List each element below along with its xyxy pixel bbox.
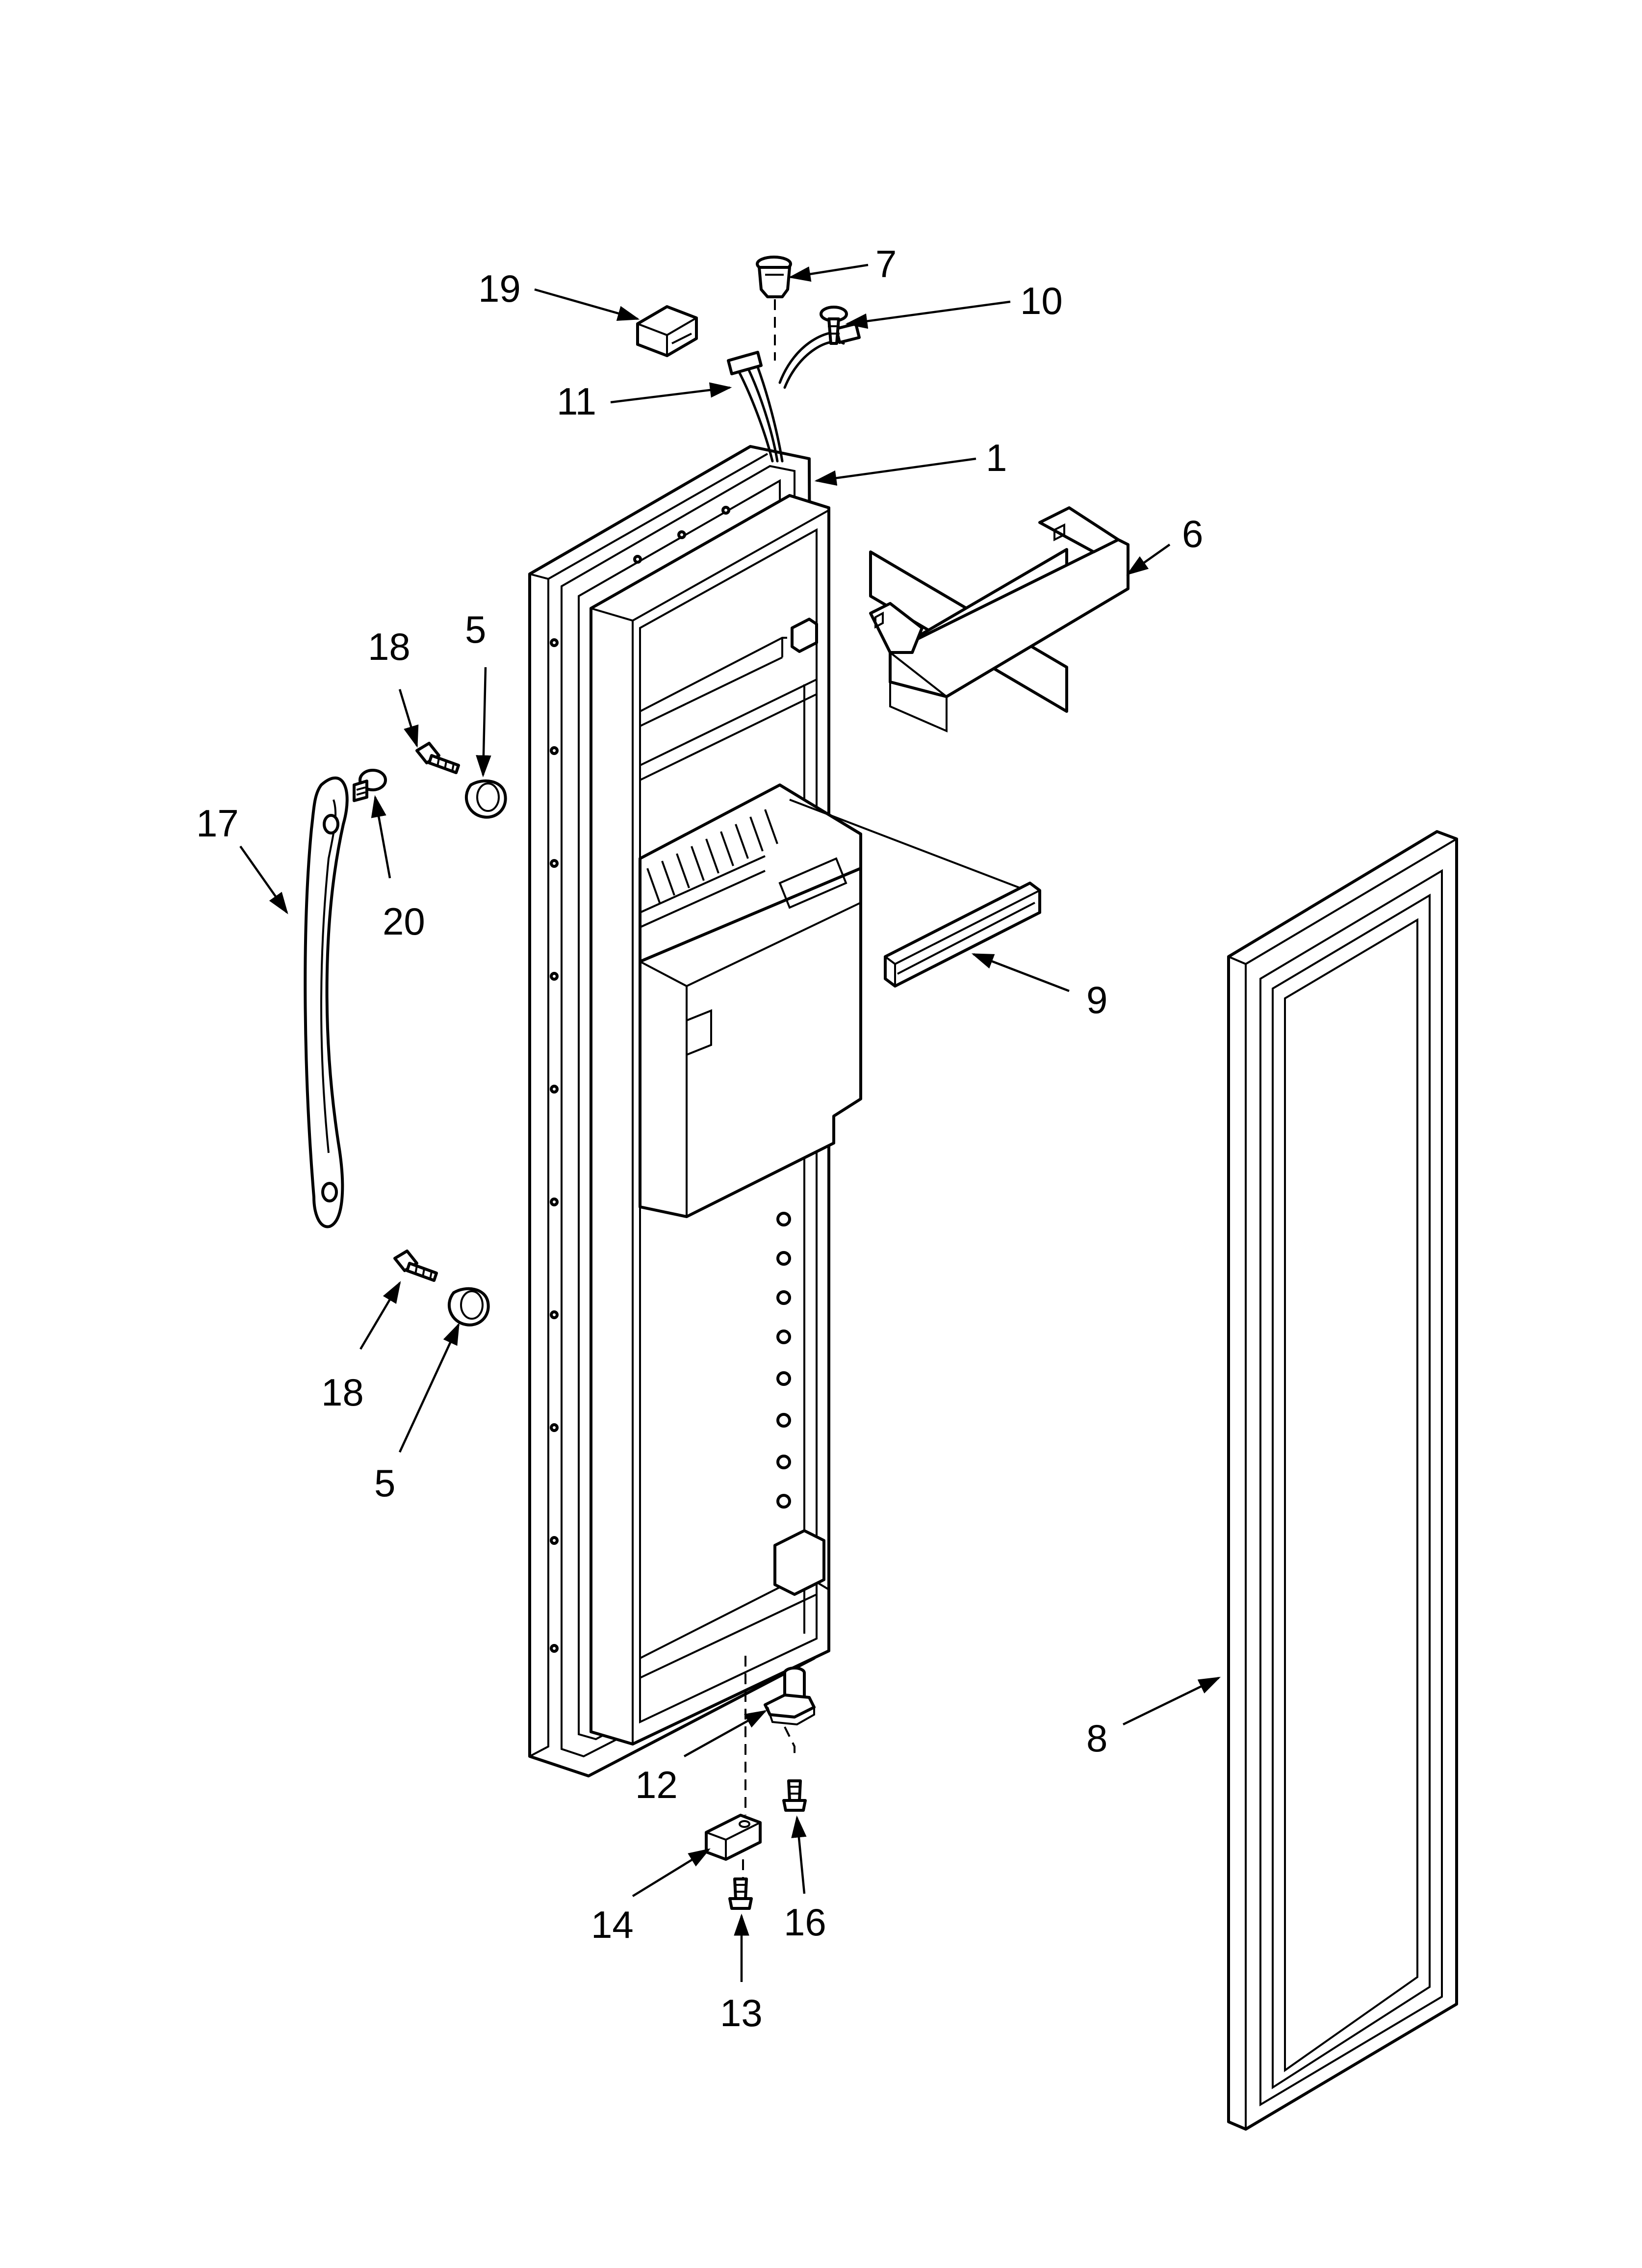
door-bin: [869, 506, 1129, 733]
screw-13: [728, 1877, 753, 1910]
door-handle: [304, 776, 349, 1228]
hinge-bracket-14: [705, 1814, 762, 1861]
leader-8: [1123, 1676, 1221, 1726]
door-gasket: [1227, 830, 1458, 2131]
leader-16: [791, 1815, 807, 1894]
freezer-door: [528, 445, 862, 1777]
callout-5-lower: 5: [374, 1461, 395, 1505]
callout-9: 9: [1086, 978, 1107, 1021]
leader-12: [683, 1710, 767, 1757]
callouts: 1 5 5 6 7 8 9 10 11 12 13 14 16 17 18 18…: [196, 242, 1203, 2034]
callout-10: 10: [1020, 279, 1063, 322]
callout-20: 20: [383, 900, 425, 943]
leader-lines: [239, 263, 1221, 1982]
leader-11: [610, 382, 732, 404]
callout-12: 12: [635, 1763, 678, 1806]
wire-harness: [727, 322, 861, 463]
electronic-module: [636, 305, 698, 357]
dispenser-trim: [789, 799, 1041, 988]
callout-5-upper: 5: [465, 608, 486, 651]
callout-8: 8: [1086, 1717, 1107, 1760]
screw-16: [782, 1779, 807, 1812]
leader-18a: [398, 689, 419, 748]
callout-14: 14: [591, 1903, 634, 1946]
leader-20: [371, 795, 391, 879]
leader-14: [632, 1848, 711, 1897]
callout-17: 17: [196, 802, 239, 845]
hinge-pin-12: [764, 1667, 816, 1756]
screw-18-upper: [415, 742, 460, 774]
leader-5b: [398, 1322, 460, 1453]
callout-19: 19: [478, 267, 521, 310]
leader-1: [814, 457, 976, 486]
callout-7: 7: [875, 242, 897, 286]
leader-19: [534, 288, 640, 321]
screw-20: [353, 769, 387, 802]
leader-5a: [476, 667, 491, 778]
callout-1: 1: [986, 436, 1007, 479]
callout-6: 6: [1182, 512, 1203, 555]
leader-9: [971, 953, 1070, 992]
leader-17: [239, 845, 288, 914]
handle-spacer-lower: [448, 1287, 490, 1327]
leader-7: [788, 263, 869, 282]
screw-18-lower: [393, 1250, 438, 1282]
callout-13: 13: [720, 1991, 763, 2034]
callout-18-lower: 18: [321, 1371, 364, 1414]
light-socket: [756, 256, 792, 361]
leader-10: [845, 300, 1011, 329]
callout-16: 16: [784, 1901, 826, 1944]
leader-6: [1126, 544, 1171, 575]
callout-18-upper: 18: [368, 625, 410, 668]
callout-11: 11: [557, 380, 596, 423]
leader-18b: [359, 1281, 401, 1350]
handle-spacer-upper: [465, 779, 507, 819]
